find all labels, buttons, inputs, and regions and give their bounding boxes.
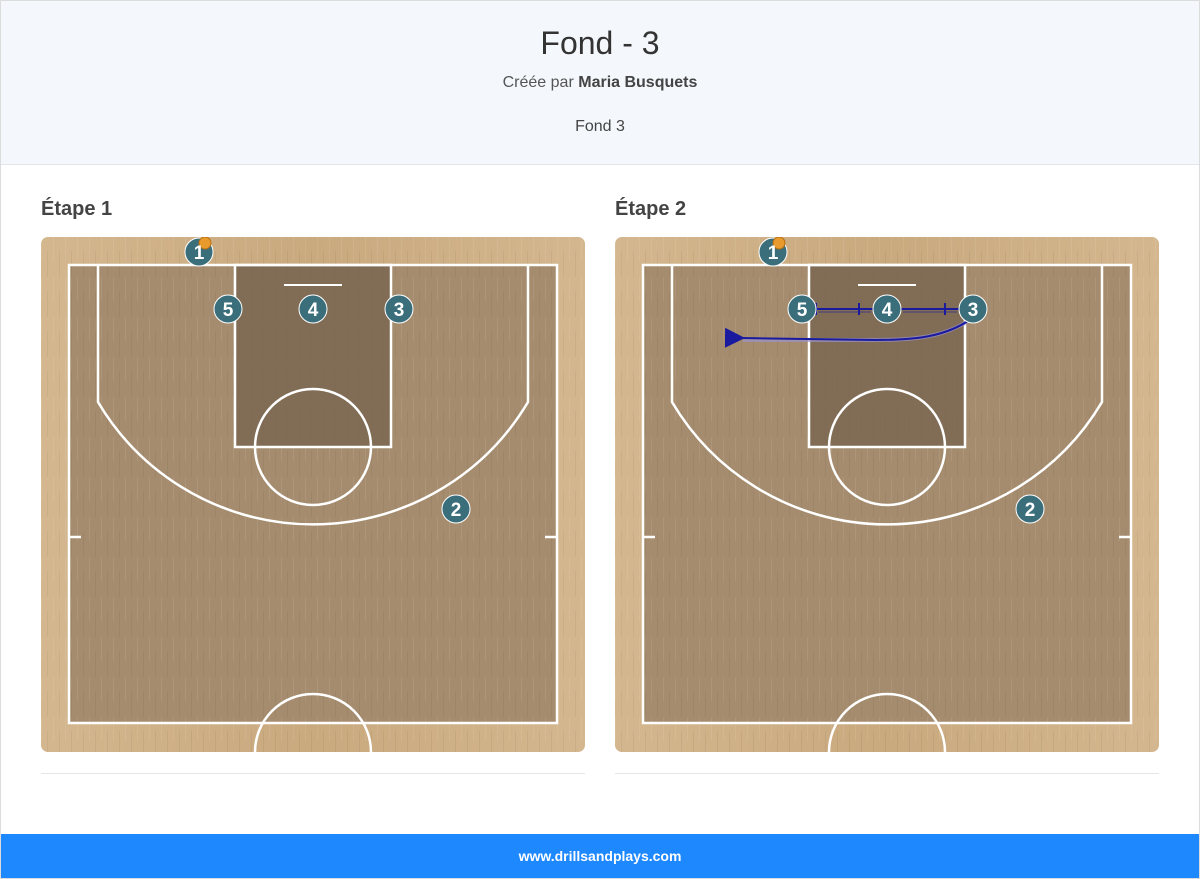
svg-text:1: 1: [768, 243, 779, 264]
player-4[interactable]: 4: [298, 294, 328, 324]
svg-text:2: 2: [1025, 500, 1036, 521]
player-3[interactable]: 3: [384, 294, 414, 324]
player-3[interactable]: 3: [958, 294, 988, 324]
player-5[interactable]: 5: [787, 294, 817, 324]
court-svg-2: 1 5 4 3 2: [615, 237, 1159, 752]
player-2[interactable]: 2: [441, 494, 471, 524]
author-name: Maria Busquets: [578, 74, 698, 91]
player-1[interactable]: 1: [758, 237, 788, 267]
step-1-title: Étape 1: [41, 198, 113, 220]
play-description: Fond 3: [575, 118, 625, 135]
byline: Créée par Maria Busquets: [1, 74, 1199, 92]
player-1[interactable]: 1: [184, 237, 214, 267]
paint-area: [809, 265, 965, 447]
svg-text:3: 3: [394, 300, 405, 321]
court-diagram-2: 1 5 4 3 2: [615, 237, 1159, 752]
play-title: Fond - 3: [540, 25, 660, 61]
step-1: Étape 1: [41, 198, 585, 774]
player-2[interactable]: 2: [1015, 494, 1045, 524]
court-diagram-1: 1 5 4 3 2: [41, 237, 585, 752]
svg-text:5: 5: [797, 300, 808, 321]
created-by-label: Créée par: [502, 74, 574, 91]
footer-bar: www.drillsandplays.com: [1, 834, 1199, 878]
step-2-title: Étape 2: [615, 198, 687, 220]
play-header: Fond - 3 Créée par Maria Busquets Fond 3: [1, 1, 1199, 165]
action-screen-3-to-4: [901, 303, 959, 315]
step-divider: [615, 773, 1159, 774]
svg-text:4: 4: [308, 300, 319, 321]
step-2: Étape 2: [615, 198, 1159, 774]
ball-icon: [198, 237, 212, 250]
player-4[interactable]: 4: [872, 294, 902, 324]
svg-text:1: 1: [194, 243, 205, 264]
court-svg-1: 1 5 4 3 2: [41, 237, 585, 752]
court-lines: [67, 263, 559, 752]
svg-text:4: 4: [882, 300, 893, 321]
step-divider: [41, 773, 585, 774]
player-5[interactable]: 5: [213, 294, 243, 324]
svg-text:5: 5: [223, 300, 234, 321]
footer-site-link[interactable]: www.drillsandplays.com: [518, 848, 682, 864]
svg-text:3: 3: [968, 300, 979, 321]
action-cut-3: [724, 318, 972, 348]
court-lines: [641, 263, 1133, 752]
ball-icon: [772, 237, 786, 250]
svg-text:2: 2: [451, 500, 462, 521]
paint-area: [235, 265, 391, 447]
